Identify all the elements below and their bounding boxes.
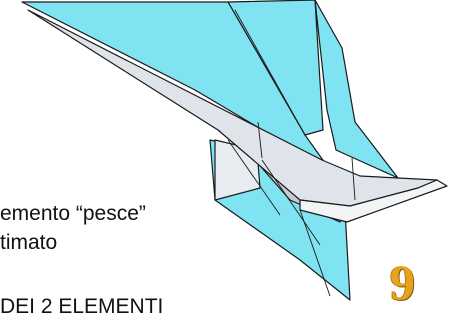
caption-line-1: emento “pesce” <box>0 202 146 225</box>
fold-line <box>257 121 263 159</box>
cyan-wing <box>21 1 331 171</box>
fold-line <box>351 157 356 201</box>
fold-line <box>261 159 321 246</box>
tail-flap <box>314 0 399 179</box>
step-number: 9 <box>390 254 415 310</box>
fold-line <box>234 9 306 136</box>
bottom-strip <box>299 179 448 223</box>
caption-line-3: DEI 2 ELEMENTI <box>0 295 164 318</box>
fold-line <box>299 209 331 297</box>
fold-line <box>227 139 281 216</box>
caption-line-2: timato <box>0 231 58 254</box>
